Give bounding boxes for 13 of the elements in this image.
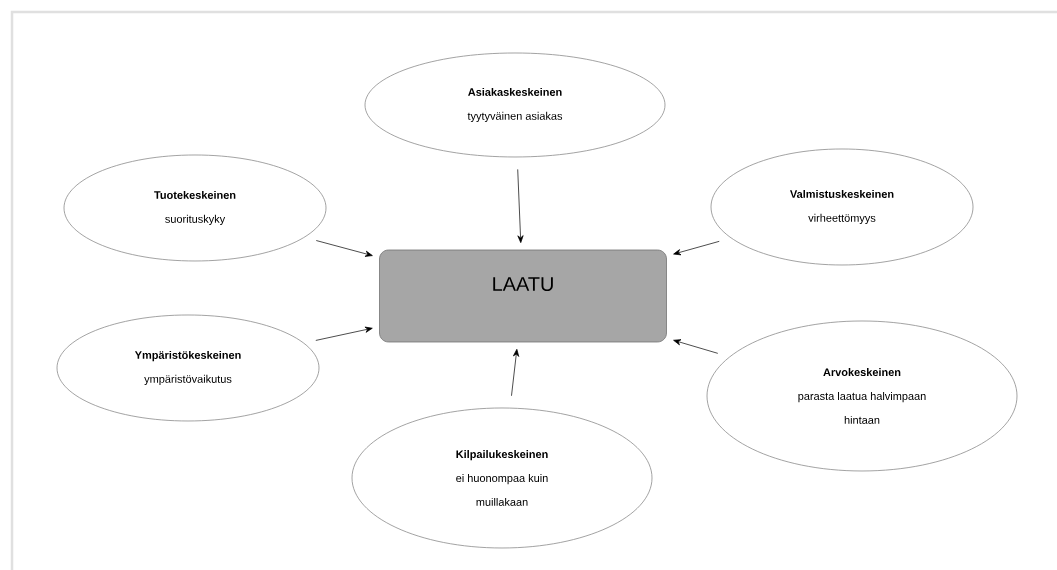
arrow xyxy=(673,339,719,354)
ellipse-node: Valmistuskeskeinen virheettömyys xyxy=(710,148,974,266)
arrow xyxy=(315,240,373,257)
ellipse-node: Tuotekeskeinen suorituskyky xyxy=(63,154,327,262)
arrow xyxy=(673,241,720,256)
arrow xyxy=(511,348,520,397)
ellipse-node: Asiakaskeskeinen tyytyväinen asiakas xyxy=(364,52,666,158)
ellipse-node: Arvokeskeinen parasta laatua halvimpaan hintaan xyxy=(706,320,1018,472)
arrow xyxy=(315,326,373,341)
ellipse-node: Kilpailukeskeinen ei huonompaa kuin muillakaan xyxy=(351,407,653,549)
arrow xyxy=(517,169,524,243)
ellipse-node: Ympäristökeskeinen ympäristövaikutus xyxy=(56,314,320,422)
center-box: LAATU xyxy=(379,249,667,343)
